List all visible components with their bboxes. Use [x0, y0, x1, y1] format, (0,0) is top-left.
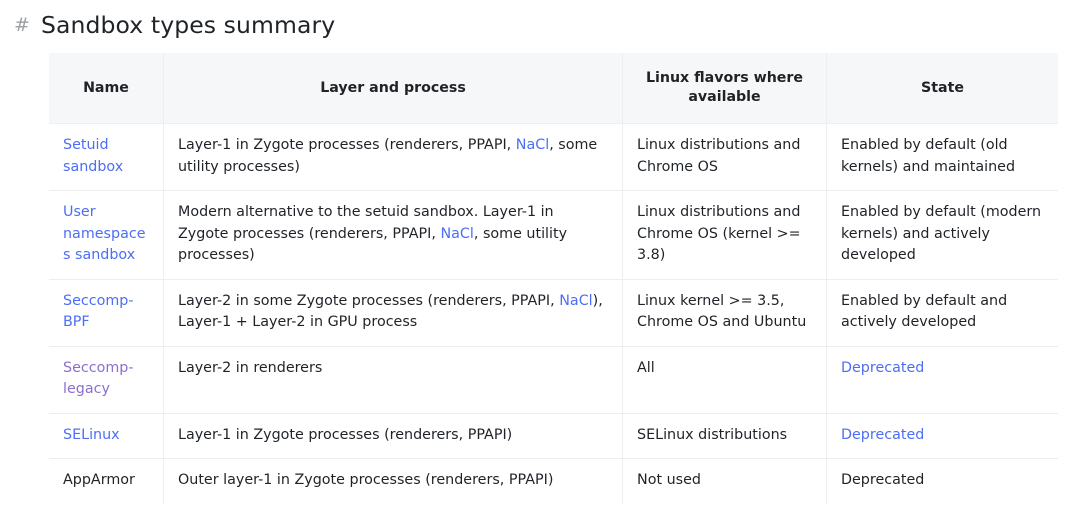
state-link[interactable]: Deprecated — [841, 359, 925, 376]
sandbox-name-link[interactable]: SELinux — [63, 426, 120, 443]
cell-state: Deprecated — [826, 346, 1058, 414]
table-header: Name Layer and process Linux flavors whe… — [49, 52, 1058, 124]
layer-text: Layer-1 in Zygote processes (renderers, … — [178, 137, 516, 153]
cell-state: Enabled by default and actively develope… — [826, 279, 1058, 347]
layer-text: , some utility processes) — [178, 137, 598, 175]
cell-layer-and-process: Layer-1 in Zygote processes (renderers, … — [163, 413, 623, 459]
table-row: Seccomp-BPF Layer-2 in some Zygote proces… — [49, 279, 1058, 347]
state-text: Enabled by default and actively develope… — [841, 292, 1008, 331]
state-link[interactable]: Deprecated — [841, 426, 925, 443]
column-header-name: Name — [49, 52, 164, 124]
sandbox-name-link[interactable]: Seccomp-BPF — [63, 292, 134, 331]
cell-linux-flavors: Linux kernel >= 3.5, Chrome OS and Ubunt… — [622, 279, 827, 347]
table-row: SELinux Layer-1 in Zygote processes (rend… — [49, 413, 1058, 459]
nacl-link[interactable]: NaCl — [515, 137, 550, 153]
cell-linux-flavors: All — [622, 346, 827, 414]
column-header-layer: Layer and process — [163, 52, 623, 124]
cell-layer-and-process: Outer layer-1 in Zygote processes (rende… — [163, 458, 623, 504]
layer-text: ), Layer-1 + Layer-2 in GPU process — [178, 292, 603, 331]
cell-linux-flavors: SELinux distributions — [622, 413, 827, 459]
layer-text: Layer-2 in some Zygote processes (render… — [178, 292, 560, 309]
nacl-link[interactable]: NaCl — [440, 225, 474, 242]
column-header-flavors: Linux flavors where available — [622, 52, 827, 124]
table-row: User namespaces sandbox Modern alternativ… — [49, 190, 1058, 280]
layer-text: Layer-2 in renderers — [178, 359, 323, 376]
table-row: Seccomp-legacy Layer-2 in renderers All Dep… — [49, 346, 1058, 414]
sandbox-name-link[interactable]: Setuid sandbox — [63, 137, 124, 175]
cell-layer-and-process: Layer-1 in Zygote processes (renderers, … — [163, 123, 623, 191]
table-row: AppArmor Outer layer-1 in Zygote processe… — [49, 458, 1059, 504]
state-text: Enabled by default (modern kernels) and … — [841, 204, 1042, 263]
section-heading: # Sandbox types summary — [0, 8, 335, 42]
cell-state: Enabled by default (modern kernels) and … — [826, 190, 1058, 280]
sandbox-name-link[interactable]: User namespaces sandbox — [63, 204, 146, 263]
document-page: # Sandbox types summary Name Layer and p… — [0, 8, 1059, 505]
state-text: Enabled by default (old kernels) and mai… — [841, 137, 1016, 175]
cell-linux-flavors: Not used — [622, 458, 827, 504]
hash-anchor-icon[interactable]: # — [14, 13, 30, 36]
cell-state: Deprecated — [827, 459, 1059, 504]
nacl-link[interactable]: NaCl — [559, 292, 593, 309]
layer-text: , some utility processes) — [178, 225, 568, 264]
cell-name: User namespaces sandbox — [49, 190, 164, 280]
sandbox-types-table-container: Name Layer and process Linux flavors whe… — [48, 52, 1059, 505]
sandbox-name-text: AppArmor — [63, 472, 135, 488]
cell-linux-flavors: Linux distributions and Chrome OS (kerne… — [622, 190, 827, 280]
sandbox-name-link[interactable]: Seccomp-legacy — [63, 359, 134, 398]
table-header-row: Name Layer and process Linux flavors whe… — [49, 52, 1058, 124]
cell-name: Seccomp-BPF — [49, 279, 164, 347]
cell-state: Enabled by default (old kernels) and mai… — [826, 123, 1058, 191]
table-row: Setuid sandbox Layer-1 in Zygote processe… — [49, 123, 1058, 191]
cell-name: SELinux — [49, 413, 164, 459]
cell-name: Seccomp-legacy — [49, 346, 164, 414]
cell-linux-flavors: Linux distributions and Chrome OS — [622, 123, 827, 191]
cell-name: Setuid sandbox — [49, 123, 164, 191]
cell-name: AppArmor — [49, 458, 164, 504]
column-header-state: State — [826, 52, 1058, 124]
state-text: Deprecated — [841, 472, 925, 488]
layer-text: Modern alternative to the setuid sandbox… — [178, 204, 554, 242]
layer-text: Outer layer-1 in Zygote processes (rende… — [178, 472, 554, 488]
sandbox-types-table: Name Layer and process Linux flavors whe… — [48, 52, 1059, 505]
cell-layer-and-process: Modern alternative to the setuid sandbox… — [163, 190, 623, 280]
cell-layer-and-process: Layer-2 in renderers — [163, 346, 623, 414]
layer-text: Layer-1 in Zygote processes (renderers, … — [178, 426, 513, 443]
cell-layer-and-process: Layer-2 in some Zygote processes (render… — [163, 279, 623, 347]
page-title: Sandbox types summary — [41, 11, 336, 39]
cell-state: Deprecated — [826, 413, 1058, 459]
